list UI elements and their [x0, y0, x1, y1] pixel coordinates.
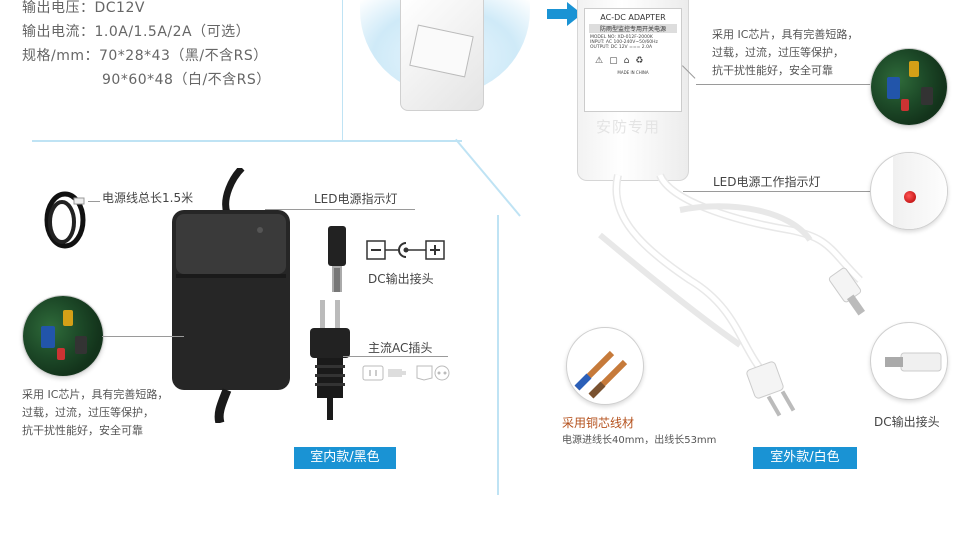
dc-polarity-icon	[366, 240, 446, 262]
red-led-icon	[904, 191, 916, 203]
arrow-right-icon	[547, 2, 583, 26]
black-adapter-image	[172, 165, 302, 425]
outdoor-chip-text-3: 抗干扰性能好，安全可靠	[712, 64, 833, 77]
cable-length-label: 电源线总长1.5米	[102, 191, 194, 205]
dc-plug-image	[322, 226, 352, 296]
white-cable-image	[590, 170, 890, 430]
outdoor-dc-label: DC输出接头	[874, 415, 940, 429]
adapter-label-output: OUTPUT: DC 12V === 2.0A	[590, 45, 653, 50]
adapter-label-subtitle: 防雨型监控专用开关电源	[589, 24, 677, 33]
indoor-pcb-image	[22, 295, 104, 377]
copper-wire-image	[566, 327, 644, 405]
outdoor-led-label: LED电源工作指示灯	[713, 175, 821, 189]
outdoor-chip-leader-h	[696, 84, 871, 85]
outdoor-led-leader	[683, 191, 873, 192]
indoor-dc-label: DC输出接头	[368, 272, 434, 286]
indoor-led-label: LED电源指示灯	[314, 192, 398, 206]
wire-length-label: 电源进线长40mm，出线长53mm	[562, 435, 717, 446]
top-divider	[342, 0, 343, 140]
spec-current: 输出电流：1.0A/1.5A/2A（可选）	[22, 24, 251, 40]
outdoor-pcb-image	[870, 48, 948, 126]
indoor-led-leader	[265, 209, 415, 210]
outdoor-chip-text-2: 过载，过流，过压等保护，	[712, 46, 844, 59]
ac-plug-image	[305, 300, 355, 420]
adapter-embossed-text: 安防专用	[596, 118, 661, 136]
indoor-chip-text-2: 过载，过流，过压等保护，	[22, 406, 154, 419]
cable-coil-image	[40, 180, 90, 250]
adapter-label-model: MODEL NO: XD-012F-2000K	[590, 35, 653, 40]
outdoor-dc-image	[870, 322, 948, 400]
copper-label: 采用铜芯线材	[562, 416, 635, 430]
top-adapter-image	[400, 0, 484, 111]
indoor-chip-text-3: 抗干扰性能好，安全可靠	[22, 424, 143, 437]
ac-plug-leader	[343, 356, 448, 357]
spec-size-black: 规格/mm：70*28*43（黑/不含RS）	[22, 48, 268, 64]
indoor-panel-top-border	[32, 140, 462, 142]
indoor-panel-right-border	[497, 215, 499, 495]
white-adapter-image: AC-DC ADAPTER 防雨型监控专用开关电源 MODEL NO: XD-0…	[577, 0, 689, 181]
adapter-label-made: MADE IN CHINA	[617, 70, 649, 75]
outdoor-led-image	[870, 152, 948, 230]
outdoor-tag: 室外款/白色	[753, 447, 857, 469]
indoor-tag: 室内款/黑色	[294, 447, 396, 469]
cable-length-leader	[88, 201, 100, 202]
indoor-panel-diagonal-border	[455, 138, 521, 217]
adapter-label-input: INPUT: AC 100-240V~50/60Hz	[590, 40, 658, 45]
spec-voltage: 输出电压：DC12V	[22, 0, 145, 16]
ac-socket-types-icon	[362, 364, 452, 382]
indoor-chip-text-1: 采用 IC芯片，具有完善短路，	[22, 388, 169, 401]
indoor-ac-label: 主流AC插头	[368, 341, 433, 355]
adapter-cert-icons: ⚠▢⌂♻	[595, 56, 650, 66]
spec-size-white: 90*60*48（白/不含RS）	[102, 72, 271, 88]
outdoor-chip-text-1: 采用 IC芯片，具有完善短路，	[712, 28, 859, 41]
indoor-pcb-leader	[102, 336, 184, 337]
adapter-label-title: AC-DC ADAPTER	[600, 13, 666, 22]
